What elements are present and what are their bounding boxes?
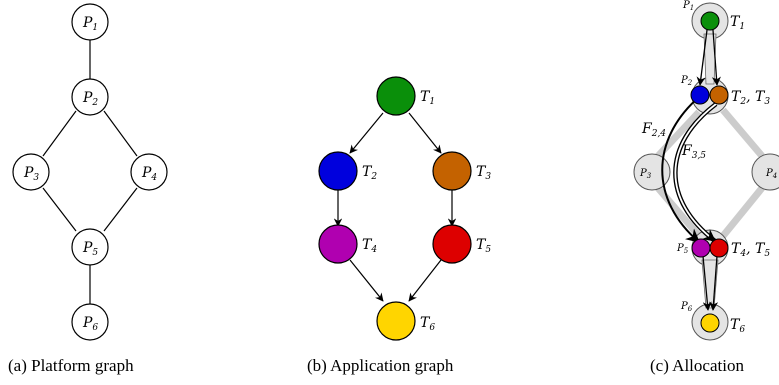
alloc-label-p2: P2 (680, 75, 693, 87)
alloc-arrow-t4-t6 (702, 255, 712, 311)
alloc-label-t1: T1 (730, 14, 745, 32)
svg-text:P3: P3 (23, 165, 39, 183)
app-edge-t1-t2 (349, 112, 384, 154)
svg-text:T6: T6 (420, 315, 435, 333)
app-node-t6: T6 (376, 301, 435, 341)
caption-platform-graph: (a) Platform graph (8, 356, 134, 375)
platform-node-p6: P6 (71, 303, 109, 341)
app-node-t2: T2 (318, 151, 377, 191)
platform-graph: P1 P2 P3 P4 P5 P6 (a) Platform graph (8, 3, 168, 375)
caption-application-graph: (b) Application graph (307, 356, 454, 375)
alloc-label-t6: T6 (730, 317, 745, 335)
app-node-t5: T5 (432, 224, 491, 264)
alloc-label-f24: F2,4 (641, 121, 666, 139)
svg-text:P1: P1 (82, 15, 98, 33)
svg-text:T3: T3 (476, 164, 491, 182)
svg-text:P2: P2 (82, 90, 98, 108)
alloc-processor-p4 (751, 153, 779, 191)
app-node-t3: T3 (432, 151, 491, 191)
alloc-flow-f24 (661, 96, 701, 243)
platform-edge-p2-p3 (42, 110, 77, 157)
app-edge-t1-t3 (408, 112, 442, 154)
alloc-arrow-t1-t2 (696, 29, 708, 86)
alloc-task-t2 (690, 85, 710, 105)
svg-text:P4: P4 (141, 165, 157, 183)
platform-edge-p4-p5 (103, 187, 138, 232)
alloc-task-t6 (700, 313, 720, 333)
svg-text:P5: P5 (82, 240, 98, 258)
alloc-processor-p3 (633, 153, 671, 191)
application-graph: T1 T2 T3 T4 T5 T6 (b) Application graph (307, 76, 491, 375)
allocation-graph: P1 P2 P3 P4 P5 P6 T1 T2, T3 T4, T5 T6 F2… (633, 0, 779, 375)
platform-node-p1: P1 (71, 3, 109, 41)
app-node-t1: T1 (376, 76, 435, 116)
platform-node-p2: P2 (71, 78, 109, 116)
alloc-link-p3-p5 (655, 185, 702, 239)
alloc-arrow-t1-t3 (711, 29, 721, 86)
platform-node-p5: P5 (71, 228, 109, 266)
app-edge-t5-t6 (408, 259, 442, 302)
alloc-label-p5: P5 (676, 243, 689, 255)
svg-text:T5: T5 (476, 237, 491, 255)
alloc-label-p1: P1 (682, 0, 694, 12)
alloc-label-p6: P6 (680, 301, 693, 313)
alloc-label-f35: F3,5 (681, 143, 706, 161)
alloc-flow-f35 (674, 103, 717, 242)
app-node-t4: T4 (318, 224, 377, 264)
app-edge-t4-t6 (349, 259, 384, 302)
svg-text:T4: T4 (362, 237, 377, 255)
platform-edge-p3-p5 (42, 187, 77, 232)
svg-text:T2: T2 (362, 164, 377, 182)
alloc-label-t4-t5: T4, T5 (731, 241, 770, 259)
alloc-label-t2-t3: T2, T3 (731, 89, 770, 107)
alloc-task-t5 (709, 238, 729, 258)
alloc-task-t4 (691, 238, 711, 258)
caption-allocation: (c) Allocation (650, 356, 744, 375)
svg-text:P6: P6 (82, 315, 98, 333)
platform-edge-p2-p4 (103, 110, 138, 157)
alloc-arrow-t5-t6 (709, 255, 719, 311)
alloc-link-p2-p4 (720, 107, 765, 159)
alloc-task-t1 (700, 11, 720, 31)
svg-text:T1: T1 (420, 89, 435, 107)
alloc-link-p4-p5 (720, 185, 765, 239)
alloc-task-t3 (709, 85, 729, 105)
platform-node-p3: P3 (12, 153, 50, 191)
platform-node-p4: P4 (130, 153, 168, 191)
alloc-label-p3: P3 (639, 168, 652, 180)
alloc-label-p4: P4 (765, 168, 777, 180)
